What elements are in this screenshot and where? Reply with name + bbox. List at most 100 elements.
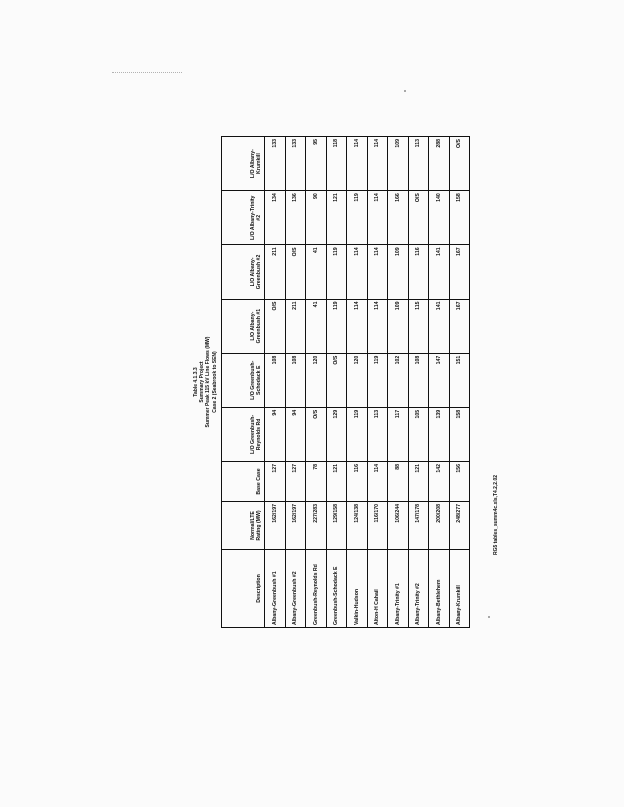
row-rating: 248/277 (449, 501, 470, 550)
flow-value-cell: 114 (346, 136, 367, 191)
flow-value-cell: 113 (367, 407, 388, 462)
flow-value-cell: 118 (326, 136, 347, 191)
flow-value-cell: 78 (305, 461, 326, 502)
scan-speck (488, 616, 490, 618)
flow-value-cell: 156 (449, 461, 470, 502)
flow-value-cell: 119 (346, 190, 367, 245)
flow-value-cell: 121 (326, 190, 347, 245)
flow-value-cell: 167 (449, 244, 470, 300)
flow-value-cell: 41 (305, 299, 326, 354)
flow-value-cell: 94 (285, 407, 306, 462)
column-header: Base Case (221, 461, 265, 502)
flow-value-cell: 211 (264, 244, 285, 300)
flow-value-cell: 113 (408, 136, 429, 191)
flow-value-cell: 139 (428, 407, 449, 462)
flow-value-cell: O/S (305, 407, 326, 462)
flow-value-cell: 95 (305, 136, 326, 191)
flow-value-cell: 114 (367, 136, 388, 191)
row-description: Alton-H Cahail (367, 549, 388, 628)
flow-value-cell: 116 (408, 244, 429, 300)
flow-value-cell: 121 (408, 461, 429, 502)
row-rating: 162/197 (264, 501, 285, 550)
flow-value-cell: 129 (326, 407, 347, 462)
flow-value-cell: 90 (305, 190, 326, 245)
row-description: Greenbush-Schodack E (326, 549, 347, 628)
row-rating: 124/138 (346, 501, 367, 550)
flow-value-cell: 114 (367, 461, 388, 502)
flow-value-cell: O/S (449, 136, 470, 191)
flow-value-cell: 119 (367, 353, 388, 408)
flow-value-cell: 105 (408, 407, 429, 462)
column-header: Normal/LTE Rating (MW) (221, 501, 265, 550)
flow-value-cell: 121 (326, 461, 347, 502)
flow-value-cell: O/S (285, 244, 306, 300)
scan-speck (404, 90, 406, 92)
row-rating: 116/170 (367, 501, 388, 550)
flow-value-cell: 141 (428, 244, 449, 300)
row-rating: 147/178 (408, 501, 429, 550)
flow-value-cell: 109 (387, 299, 408, 354)
flow-value-cell: 119 (346, 407, 367, 462)
flow-value-cell: 142 (428, 461, 449, 502)
flow-value-cell: 133 (285, 136, 306, 191)
flow-value-cell: 117 (387, 407, 408, 462)
row-description: Greenbush-Reynolds Rd (305, 549, 326, 628)
row-rating: 162/197 (285, 501, 306, 550)
scan-mark-line (112, 72, 182, 75)
column-header: L/O Albany-Trinity #2 (221, 190, 265, 245)
column-header: L/O Greenbush-Reynolds Rd (221, 407, 265, 462)
flow-value-cell: 151 (449, 353, 470, 408)
line-flow-table: Description Normal/LTE Rating (MW) Base … (221, 136, 470, 628)
flow-value-cell: 108 (264, 353, 285, 408)
flow-value-cell: O/S (326, 353, 347, 408)
flow-value-cell: 115 (408, 299, 429, 354)
header-row: Description Normal/LTE Rating (MW) Base … (221, 136, 265, 628)
rotated-table-block: Table 4.1.3.3 Summary Project Summer Pea… (193, 136, 470, 628)
column-header: Description (221, 549, 265, 628)
flow-value-cell: 88 (387, 461, 408, 502)
flow-value-cell: 141 (428, 299, 449, 354)
flow-value-cell: 120 (305, 353, 326, 408)
row-description: Albany-Trinity #1 (387, 549, 408, 628)
table-title: Table 4.1.3.3 Summary Project Summer Pea… (193, 136, 218, 628)
flow-value-cell: 114 (346, 244, 367, 300)
flow-value-cell: 166 (387, 190, 408, 245)
row-description: Albany-Greenbush #2 (285, 549, 306, 628)
flow-value-cell: 211 (285, 299, 306, 354)
flow-value-cell: 158 (449, 190, 470, 245)
flow-value-cell: 114 (367, 190, 388, 245)
flow-value-cell: 136 (285, 190, 306, 245)
flow-value-cell: 114 (346, 299, 367, 354)
flow-value-cell: 127 (285, 461, 306, 502)
flow-value-cell: 102 (387, 353, 408, 408)
file-footnote: RG5 tables_summ4c.xls,T4.2,2.02 (493, 474, 499, 555)
flow-value-cell: 288 (428, 136, 449, 191)
row-description: Albany-Krumkill (449, 549, 470, 628)
row-description: Valkin-Hudson (346, 549, 367, 628)
row-description: Albany-Greenbush #1 (264, 549, 285, 628)
column-header: L/O Albany-Greenbush #1 (221, 299, 265, 354)
flow-value-cell: O/S (408, 190, 429, 245)
flow-value-cell: 120 (346, 353, 367, 408)
column-header: L/O Greenbush-Schodack E (221, 353, 265, 408)
flow-value-cell: 133 (264, 136, 285, 191)
title-line: Case 2 (Seabrook to SEN) (211, 351, 218, 413)
flow-value-cell: O/S (264, 299, 285, 354)
flow-value-cell: 109 (387, 136, 408, 191)
column-header: L/O Albany-Greenbush #2 (221, 244, 265, 300)
flow-value-cell: 94 (264, 407, 285, 462)
row-rating: 106/244 (387, 501, 408, 550)
flow-value-cell: 147 (428, 353, 449, 408)
flow-value-cell: 114 (367, 299, 388, 354)
